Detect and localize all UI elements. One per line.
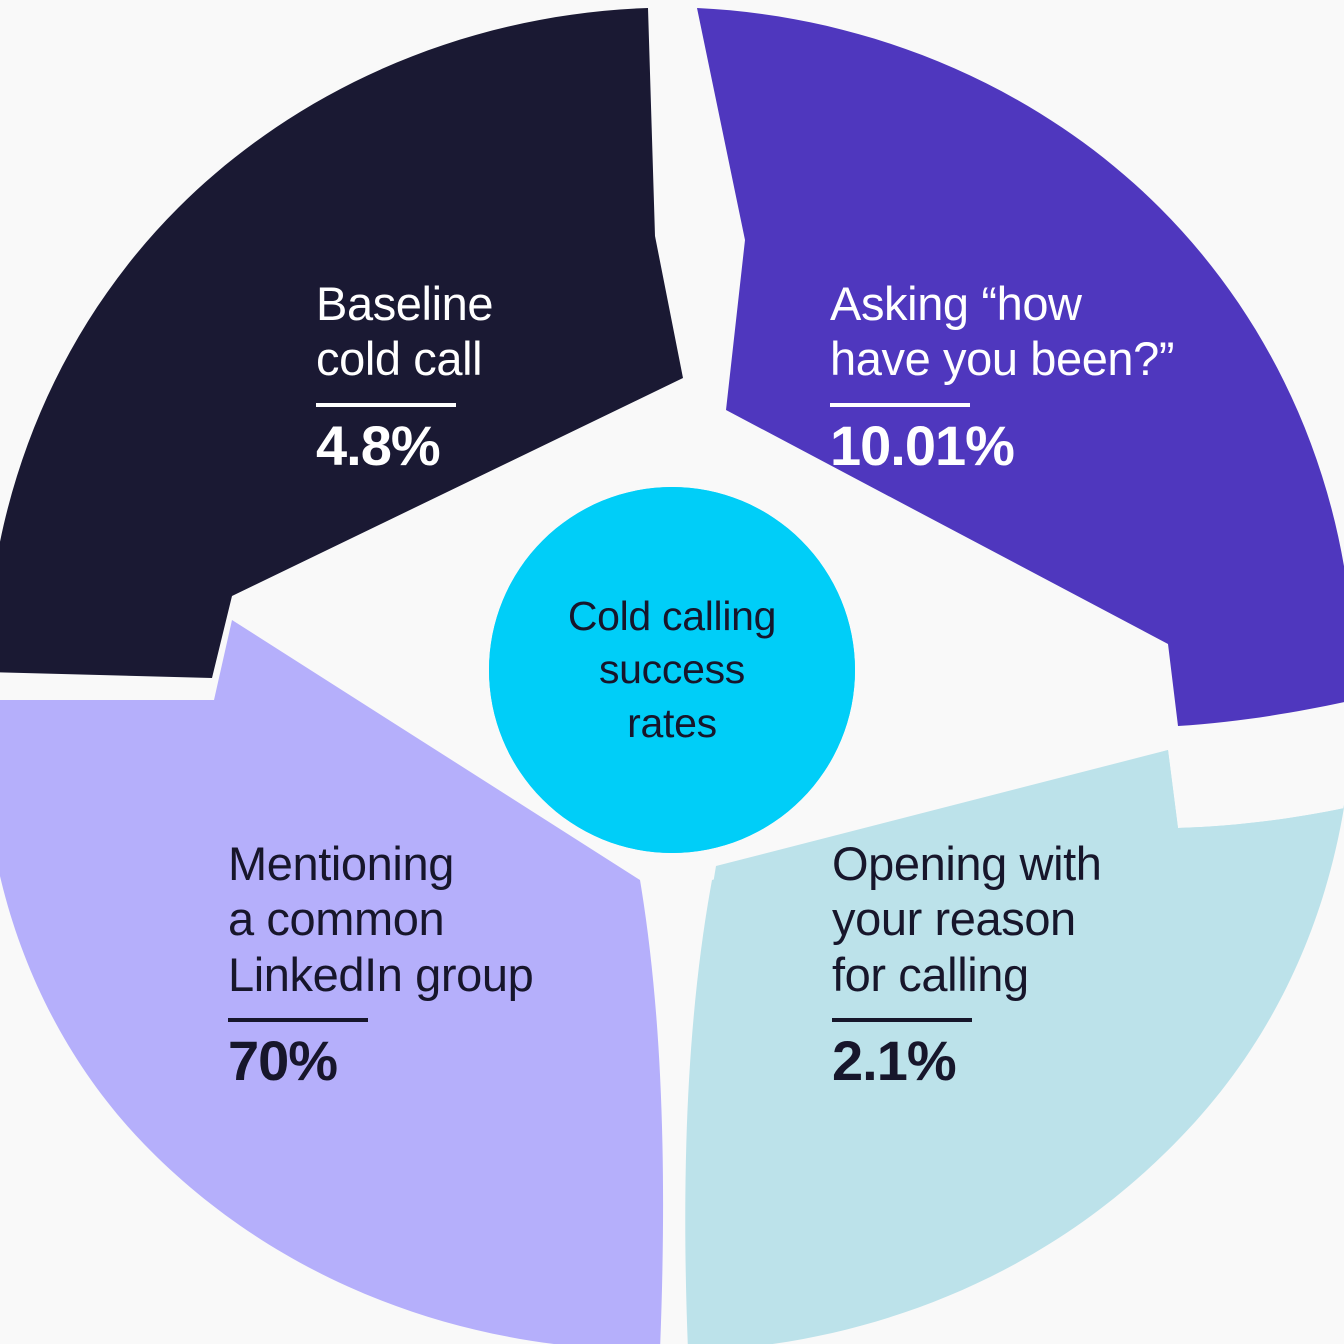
- slice-divider-rule: [316, 402, 456, 407]
- pie-slice-asking-how-have-you-been[interactable]: [697, 8, 1344, 726]
- slice-divider-rule: [830, 402, 970, 407]
- pie-slice-baseline-cold-call[interactable]: [0, 8, 683, 678]
- chart-center-title: Cold calling success rates: [567, 593, 777, 746]
- pie-slice-mentioning-common-linkedin-group[interactable]: [0, 620, 664, 1344]
- slice-label-opening-with-your-reason-for-calling: Opening with your reason for calling 2.1…: [832, 836, 1102, 1091]
- slice-label-baseline-cold-call: Baseline cold call 4.8%: [316, 276, 493, 476]
- slice-divider-rule: [228, 1018, 368, 1023]
- slice-label-asking-how-have-you-been: Asking “how have you been?” 10.01%: [830, 276, 1175, 477]
- slice-title-baseline-cold-call: Baseline cold call: [316, 277, 494, 386]
- slice-title-asking-how-have-you-been: Asking “how have you been?”: [830, 277, 1175, 386]
- slice-divider-rule: [832, 1018, 972, 1023]
- slice-label-mentioning-common-linkedin-group: Mentioning a common LinkedIn group 70%: [228, 836, 534, 1093]
- chart-center-hub: Cold calling success rates: [489, 487, 855, 853]
- slice-value-baseline-cold-call: 4.8%: [316, 413, 441, 477]
- pie-slice-opening-inner-shape: [691, 750, 1344, 1344]
- slice-title-mentioning-common-linkedin-group: Mentioning a common LinkedIn group: [228, 837, 534, 1001]
- slice-title-opening-with-your-reason-for-calling: Opening with your reason for calling: [832, 837, 1102, 1001]
- slice-value-asking-how-have-you-been: 10.01%: [830, 413, 1015, 477]
- slice-value-opening-with-your-reason-for-calling: 2.1%: [832, 1029, 957, 1093]
- slice-value-mentioning-common-linkedin-group: 70%: [228, 1029, 338, 1093]
